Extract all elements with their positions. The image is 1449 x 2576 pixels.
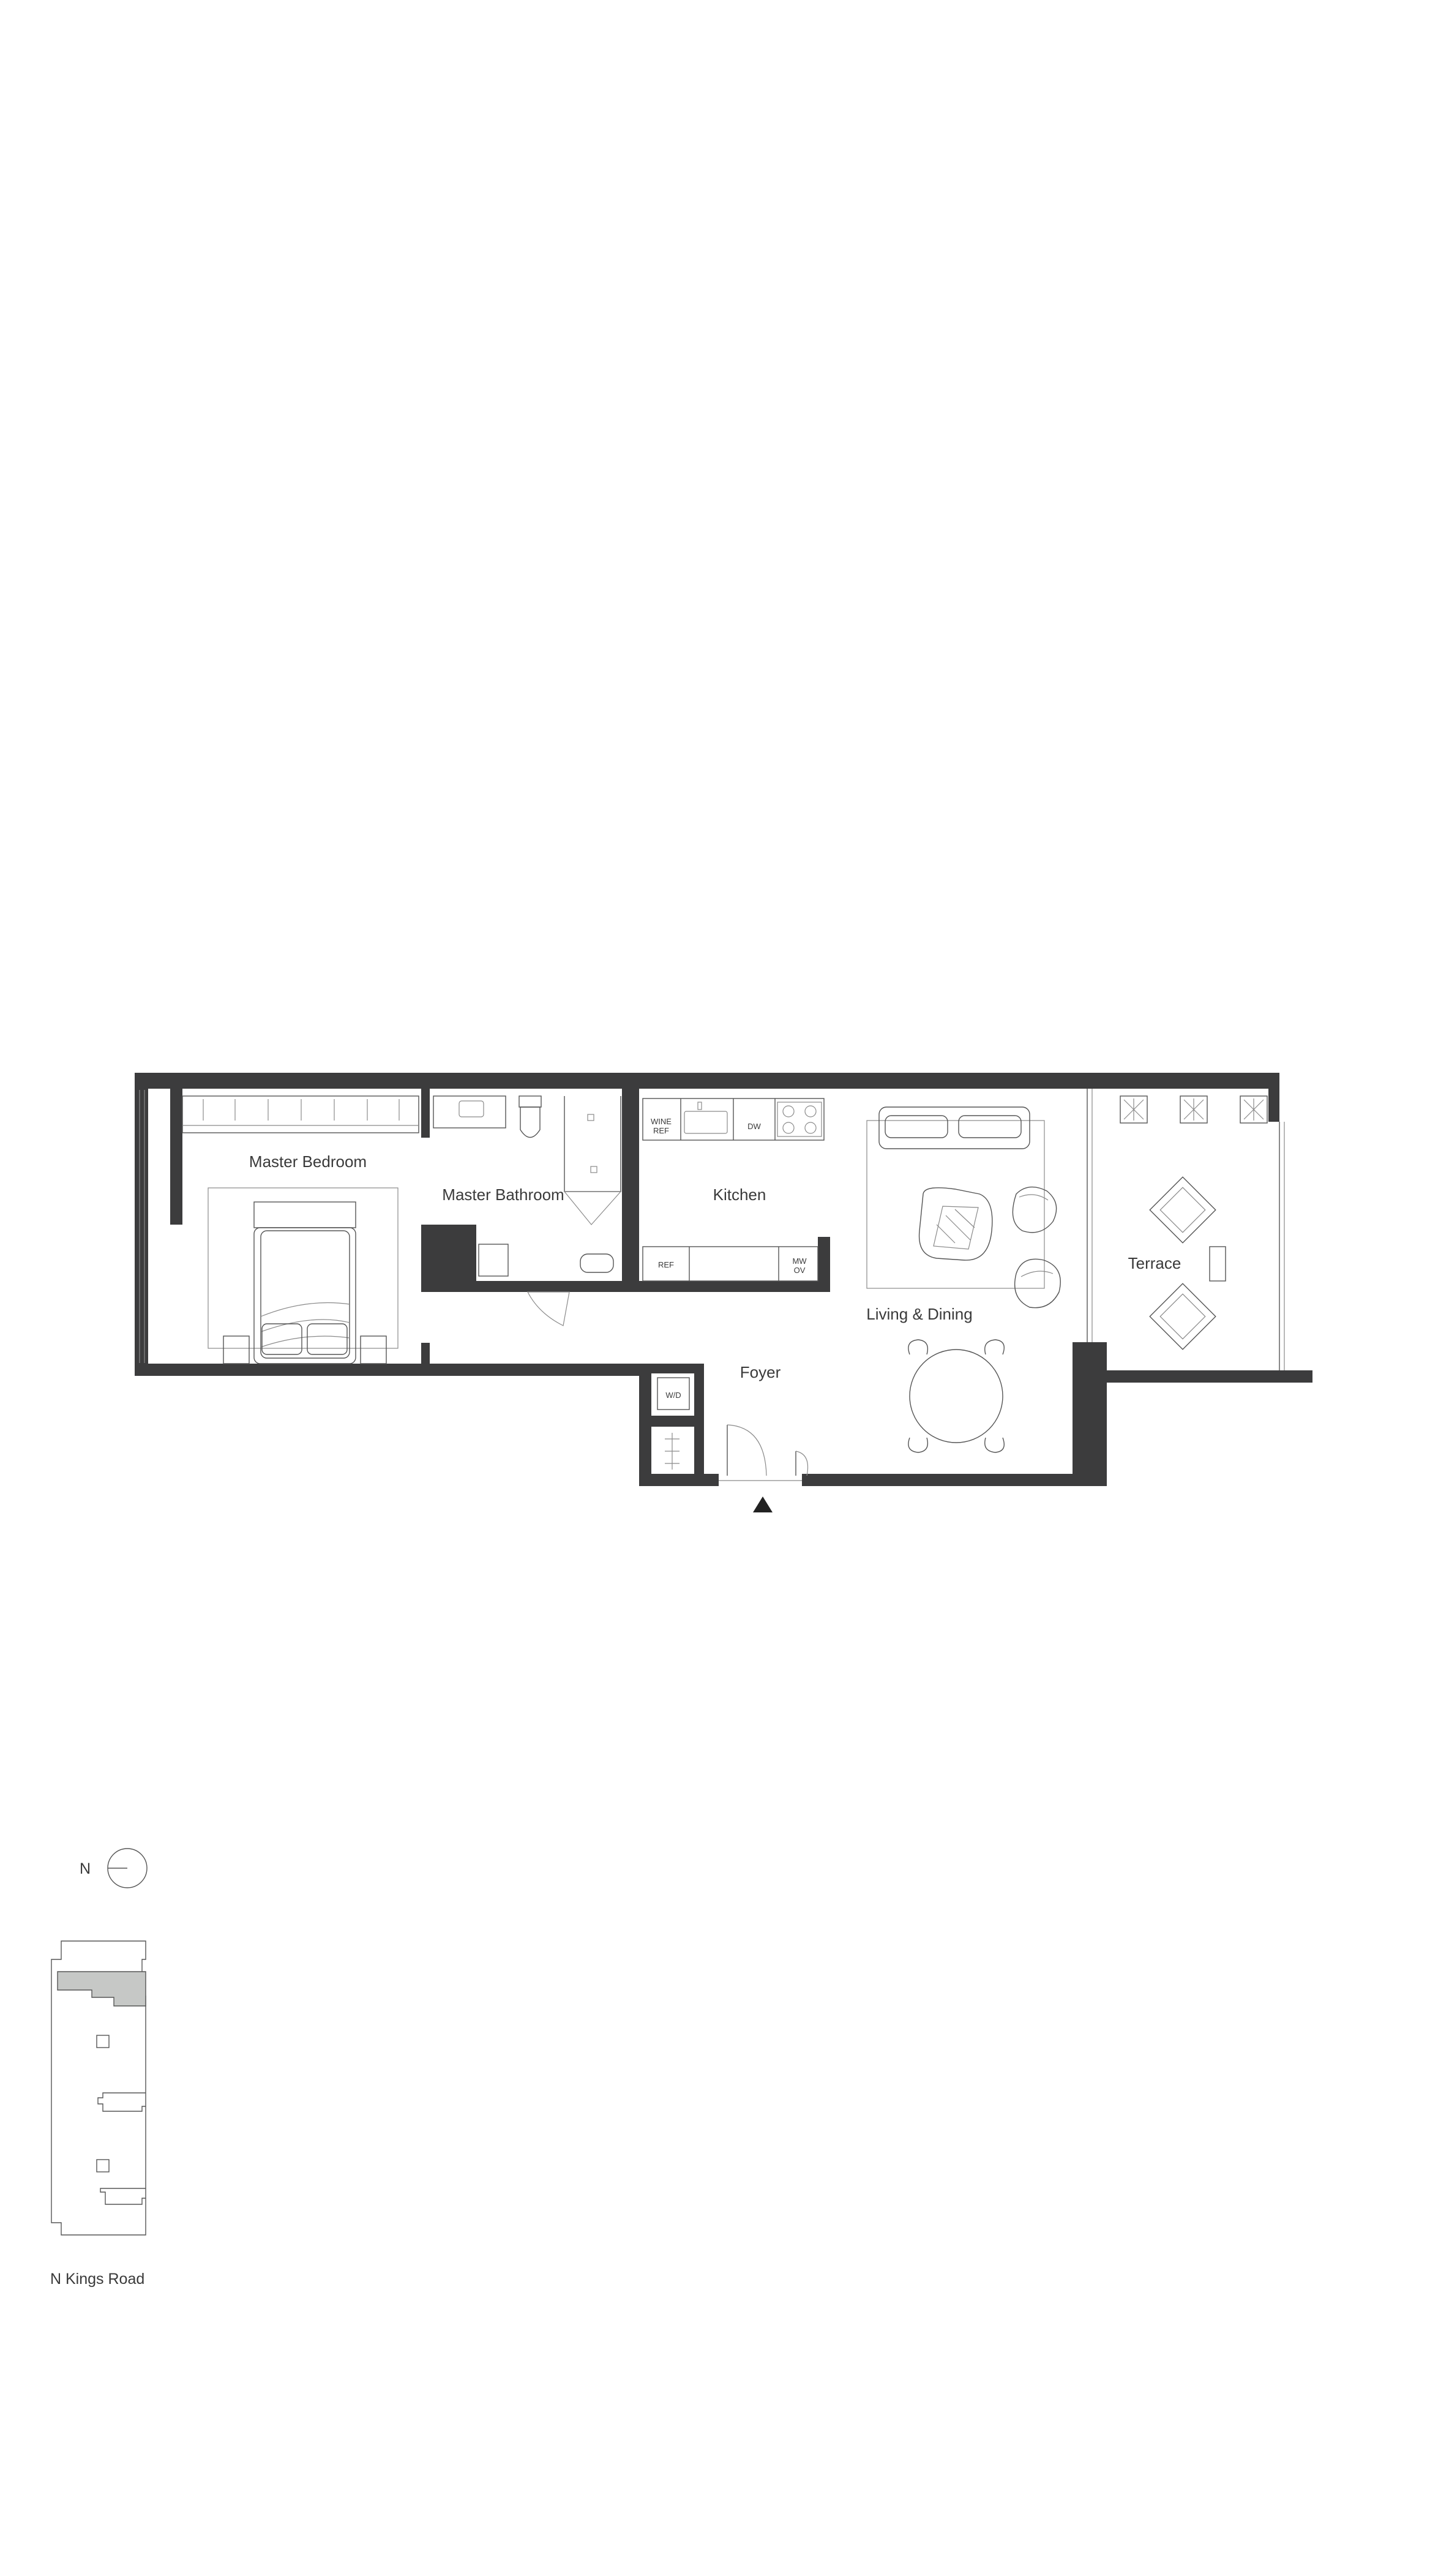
key-plan-core-1 — [96, 2035, 110, 2048]
bedroom-bath-wall-bottom — [421, 1343, 430, 1367]
appliance-refrigerator: REF — [658, 1260, 674, 1269]
powder-room-floor — [476, 1238, 622, 1281]
powder-wall-bottom — [421, 1281, 623, 1292]
planter-2 — [1180, 1095, 1208, 1124]
living-dining: Living & Dining — [866, 1106, 1061, 1453]
appliance-washer-dryer: W/D — [665, 1391, 681, 1400]
kitchen-sink — [684, 1111, 728, 1134]
terrace: Terrace — [1120, 1095, 1268, 1350]
powder-toilet — [580, 1253, 614, 1273]
armchair-lower — [1014, 1258, 1061, 1309]
sofa — [878, 1106, 1030, 1149]
north-indicator: N — [80, 1848, 148, 1888]
bed-duvet — [260, 1230, 350, 1359]
shower-drain — [590, 1166, 597, 1173]
terrace-east-wall-stub — [1268, 1073, 1279, 1122]
room-label-living-dining: Living & Dining — [866, 1305, 972, 1323]
coffee-table — [918, 1187, 993, 1261]
bath-kitchen-wall — [622, 1089, 639, 1292]
appliance-wine-ref-line2: REF — [653, 1126, 669, 1135]
bed-throw — [260, 1302, 350, 1348]
north-wall — [135, 1073, 1277, 1089]
vanity — [433, 1095, 506, 1128]
south-wall-living — [802, 1474, 1107, 1486]
south-wall-closet — [639, 1474, 719, 1486]
bed — [253, 1227, 356, 1364]
powder-room — [476, 1238, 622, 1326]
bedroom-closet-wall — [170, 1089, 182, 1225]
foyer: W/D Foyer — [657, 1363, 809, 1512]
glazing — [139, 1089, 1285, 1370]
armchair-upper — [1012, 1186, 1057, 1233]
closet-mid-wall — [639, 1416, 700, 1427]
bedroom-rug — [208, 1187, 399, 1349]
room-label-master-bedroom: Master Bedroom — [249, 1152, 367, 1171]
wardrobe — [182, 1095, 419, 1133]
shower-fixture — [587, 1114, 594, 1121]
lounge-chair-lower — [1149, 1283, 1216, 1350]
walls — [135, 1073, 1312, 1486]
pillow-right — [307, 1323, 348, 1355]
room-label-foyer: Foyer — [740, 1363, 781, 1381]
room-label-master-bathroom: Master Bathroom — [442, 1185, 564, 1204]
north-label: N — [80, 1860, 91, 1877]
living-east-column — [1073, 1342, 1107, 1486]
powder-door-swing — [527, 1291, 570, 1326]
pillow-left — [261, 1323, 302, 1355]
dining-set — [908, 1339, 1005, 1453]
bedroom-bath-wall-top — [421, 1089, 430, 1138]
room-label-terrace: Terrace — [1128, 1254, 1181, 1272]
west-wall — [135, 1073, 148, 1376]
closet-east-wall — [694, 1364, 704, 1474]
key-plan: N Kings Road — [50, 1940, 146, 2288]
closet-top-wall — [639, 1364, 700, 1373]
kitchen: WINE REF DW REF MW OV Kitchen — [642, 1098, 825, 1282]
cooktop — [777, 1102, 822, 1137]
lounge-chair-upper — [1149, 1176, 1216, 1244]
living-rug — [866, 1120, 1045, 1289]
washer-dryer — [657, 1377, 690, 1410]
nightstand-left — [223, 1335, 250, 1364]
powder-sink — [478, 1244, 509, 1277]
nightstand-right — [360, 1335, 387, 1364]
kitchen-counter-end — [818, 1237, 830, 1292]
planter-1 — [1120, 1095, 1148, 1124]
unit-location-highlight — [57, 1971, 146, 2007]
side-table — [1209, 1246, 1226, 1282]
south-wall-west — [135, 1364, 640, 1376]
closet-rail — [665, 1433, 680, 1470]
toilet-tank — [519, 1095, 542, 1108]
kitchen-counter-wall — [639, 1281, 830, 1292]
street-label: N Kings Road — [50, 2270, 144, 2288]
appliance-mw-ov-line2: OV — [794, 1266, 806, 1275]
appliance-dishwasher: DW — [747, 1122, 761, 1131]
appliance-wine-ref-line1: WINE — [651, 1117, 672, 1126]
kitchen-faucet — [697, 1102, 702, 1110]
vanity-sink — [459, 1100, 484, 1117]
planter-3 — [1240, 1095, 1268, 1124]
master-bedroom: Master Bedroom — [182, 1095, 419, 1364]
room-label-kitchen: Kitchen — [713, 1185, 766, 1204]
powder-wall-block — [421, 1225, 476, 1292]
terrace-south-wall — [1107, 1370, 1312, 1383]
toilet-bowl — [520, 1106, 541, 1138]
entry-arrow-icon — [753, 1496, 773, 1512]
entry-door — [719, 1424, 809, 1481]
appliance-mw-ov-line1: MW — [792, 1256, 807, 1266]
shower-enclosure — [564, 1096, 621, 1192]
shower-door-swing — [563, 1191, 622, 1225]
key-plan-core-2 — [96, 2159, 110, 2172]
kitchen-island — [642, 1246, 818, 1282]
master-bathroom: Master Bathroom — [433, 1095, 622, 1225]
headboard — [253, 1201, 356, 1228]
